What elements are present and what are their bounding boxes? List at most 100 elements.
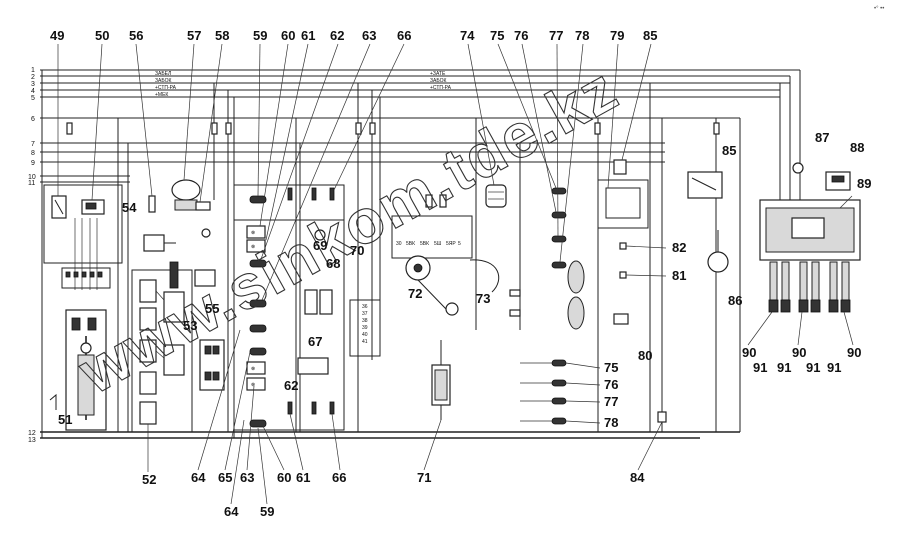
callouts-sensors: 90 90 90 91 91 91 91 (742, 345, 861, 375)
lamp-group (485, 159, 667, 425)
callouts-left: 54 53 55 51 52 (58, 200, 219, 487)
callout-label: 70 (350, 243, 364, 258)
callout-label: 63 (240, 470, 254, 485)
terminal-label: 39 (362, 325, 368, 331)
bus-label: ЗАБОК (430, 78, 446, 84)
svg-text:⊗: ⊗ (251, 382, 255, 388)
terminal-label: 5Ш (434, 241, 442, 247)
svg-text:⊗: ⊗ (251, 244, 255, 250)
callout-label: 91 (777, 360, 791, 375)
callout-label: 79 (610, 28, 624, 43)
bus-label: ЗАБОК (155, 78, 171, 84)
wire-number: 9 (31, 160, 35, 167)
callout-label: 90 (792, 345, 806, 360)
callouts-mid: 69 70 68 72 73 67 62 80 71 (284, 238, 652, 485)
bus-label: +МЕК (155, 92, 168, 98)
callout-label: 86 (728, 293, 742, 308)
callout-label: 87 (815, 130, 829, 145)
callout-label: 52 (142, 472, 156, 487)
terminal-label: 37 (362, 311, 368, 317)
terminal-label: 41 (362, 339, 368, 345)
callout-label: 73 (476, 291, 490, 306)
callout-label: 54 (122, 200, 137, 215)
wire-number: 5 (31, 95, 35, 102)
callout-label: 91 (806, 360, 820, 375)
wire-number: 6 (31, 116, 35, 123)
callout-label: 60 (281, 28, 295, 43)
upper-left-components (143, 179, 216, 289)
callout-label: 69 (313, 238, 327, 253)
callout-label: 75 (604, 360, 618, 375)
wire-number: 7 (31, 141, 35, 148)
wire-number: 8 (31, 150, 35, 157)
callout-label: 90 (742, 345, 756, 360)
callout-label: 66 (332, 470, 346, 485)
callout-label: 74 (460, 28, 475, 43)
callout-label: 67 (308, 334, 322, 349)
callout-label: 56 (129, 28, 143, 43)
callout-label: 62 (284, 378, 298, 393)
callout-label: 76 (514, 28, 528, 43)
wire-number: 1 (31, 67, 35, 74)
callout-label: 88 (850, 140, 864, 155)
callout-label: 64 (224, 504, 239, 519)
callout-label: 78 (575, 28, 589, 43)
callout-label: 85 (722, 143, 736, 158)
bus-label: +СТП-РА (155, 85, 177, 91)
callout-label: 76 (604, 377, 618, 392)
callouts-right: 85 87 88 89 82 81 86 75 76 77 78 84 (604, 130, 871, 485)
bus-label: +СТП-РА (430, 85, 452, 91)
callout-label: 72 (408, 286, 422, 301)
terminal-label: 30 (396, 241, 402, 247)
wire-number: 3 (31, 81, 35, 88)
relay-column (131, 269, 225, 433)
callout-label: 77 (549, 28, 563, 43)
callout-label: 78 (604, 415, 618, 430)
terminal-label: 36 (362, 304, 368, 310)
callout-label: 60 (277, 470, 291, 485)
callout-label: 63 (362, 28, 376, 43)
callout-label: 51 (58, 412, 72, 427)
terminal-label: 5 (458, 241, 461, 247)
wire-number: 10 (28, 174, 36, 181)
callout-label: 62 (330, 28, 344, 43)
callout-label: 89 (857, 176, 871, 191)
sensor-block (687, 162, 861, 313)
bus-label: +ЗАТЕ (430, 71, 446, 77)
callout-label: 85 (643, 28, 657, 43)
vertical-wires (41, 70, 801, 438)
callouts-top: 49 50 56 57 58 59 60 61 62 63 66 74 75 7… (50, 28, 657, 43)
callout-label: 82 (672, 240, 686, 255)
callout-label: 61 (296, 470, 310, 485)
terminal-label: 5ЯР (446, 241, 456, 247)
callout-label: 65 (218, 470, 232, 485)
sensor-probes (768, 261, 851, 313)
corner-mark: •° •• (874, 6, 884, 12)
callout-label: 49 (50, 28, 64, 43)
callout-label: 84 (630, 470, 645, 485)
watermark-text: www.sinkom.tde.kz (67, 54, 629, 407)
leader-lines (57, 43, 854, 505)
terminal-label: 5ВК (420, 241, 429, 247)
callout-label: 55 (205, 301, 219, 316)
switch-panel: ⊗ ⊗ ⊗ ⊗ (233, 184, 345, 431)
center-components: 36 37 38 39 40 41 30 5ВК 5ВК 5Ш 5ЯР 5 (297, 194, 500, 420)
callout-label: 57 (187, 28, 201, 43)
callout-label: 59 (253, 28, 267, 43)
callout-label: 91 (753, 360, 767, 375)
wire-number: 12 (28, 430, 36, 437)
terminal-label: 5ВК (406, 241, 415, 247)
bus-label: ЗАБЕЛ (155, 71, 171, 77)
wire-number: 4 (31, 88, 35, 95)
callout-label: 75 (490, 28, 504, 43)
terminal-label: 38 (362, 318, 368, 324)
wire-number: 11 (28, 180, 35, 187)
svg-text:⊗: ⊗ (251, 366, 255, 372)
callout-label: 77 (604, 394, 618, 409)
callout-label: 80 (638, 348, 652, 363)
connector-pins (65, 271, 103, 278)
fuse-row (66, 122, 720, 135)
callout-label: 53 (183, 318, 197, 333)
callout-label: 81 (672, 268, 686, 283)
